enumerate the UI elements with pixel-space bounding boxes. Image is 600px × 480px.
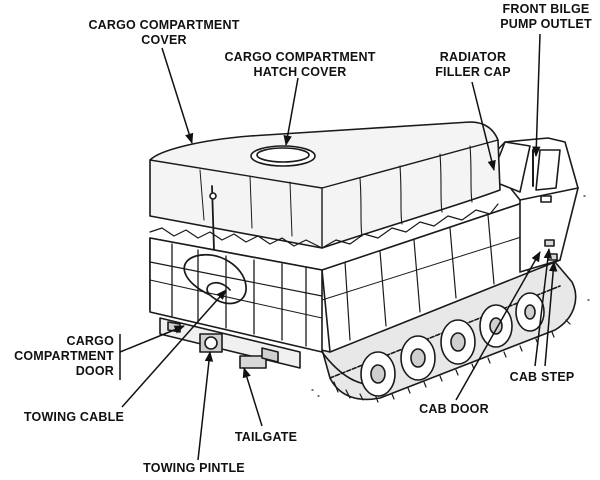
leader-cab-step-1 xyxy=(534,247,553,367)
label-cargo-compartment-cover: CARGO COMPARTMENT COVER xyxy=(88,18,240,47)
leader-cargo-cover xyxy=(161,47,194,145)
hatch-cover xyxy=(250,145,316,167)
leader-front-bilge-pump-outlet xyxy=(532,33,541,158)
leader-tailgate xyxy=(242,366,263,427)
label-towing-pintle: TOWING PINTLE xyxy=(143,461,245,475)
cab-step xyxy=(544,239,555,247)
leader-hatch-cover xyxy=(283,77,299,147)
leader-radiator-filler-cap xyxy=(471,81,496,172)
tailgate-area xyxy=(159,317,301,369)
tailgate-plate xyxy=(239,355,267,369)
cargo-cover-tarp xyxy=(149,121,501,251)
leader-towing-pintle xyxy=(197,350,214,461)
label-tailgate: TAILGATE xyxy=(234,430,298,444)
label-front-bilge-pump-outlet: FRONT BILGE PUMP OUTLET xyxy=(500,2,592,31)
label-cab-door: CAB DOOR xyxy=(419,402,489,416)
towing-pintle-hook xyxy=(204,336,218,350)
leader-cab-step-2 xyxy=(544,260,558,367)
leader-cab-door xyxy=(455,251,541,401)
towing-cable-loop xyxy=(183,253,247,305)
label-towing-cable: TOWING CABLE xyxy=(23,410,124,424)
leader-cargo-door xyxy=(119,325,185,353)
vehicle-drawing xyxy=(149,121,590,403)
leader-lines xyxy=(119,33,558,461)
cab-step xyxy=(547,253,558,261)
leader-towing-cable xyxy=(121,289,227,408)
ground-dots xyxy=(311,195,590,397)
label-radiator-filler-cap: RADIATOR FILLER CAP xyxy=(435,50,511,79)
label-cargo-compartment-hatch-cover: CARGO COMPARTMENT HATCH COVER xyxy=(224,50,376,79)
label-cargo-compartment-door: CARGO COMPARTMENT DOOR xyxy=(14,334,114,378)
cab-door-handle xyxy=(540,195,552,203)
label-cab-step: CAB STEP xyxy=(509,370,575,384)
